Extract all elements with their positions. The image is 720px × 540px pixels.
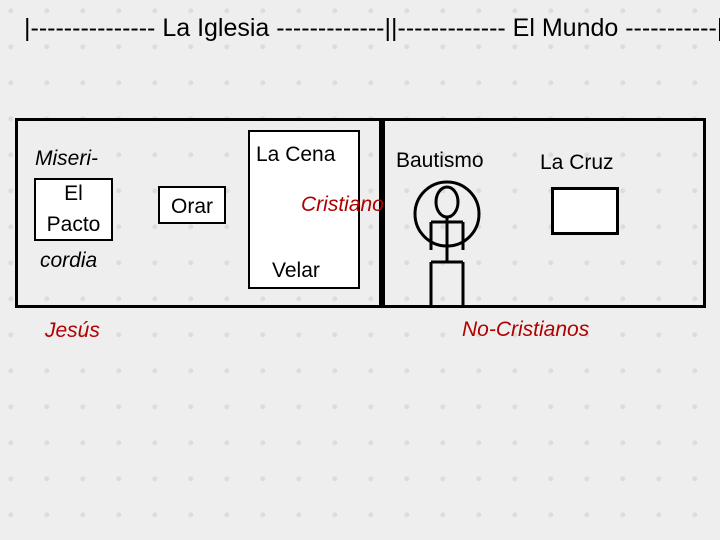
- label-cristiano: Cristiano: [301, 193, 384, 216]
- label-cordia: cordia: [40, 249, 98, 272]
- main-frame: [15, 118, 706, 308]
- church-world-divider: [379, 118, 385, 308]
- cena-box: [248, 130, 360, 289]
- label-la-cena: La Cena: [256, 143, 336, 166]
- label-el: El: [64, 182, 83, 205]
- label-jesus: Jesús: [45, 319, 100, 342]
- orar-box: [158, 186, 226, 224]
- label-velar: Velar: [272, 259, 320, 282]
- label-no-cristianos: No-Cristianos: [462, 318, 590, 341]
- cruz-box: [551, 187, 619, 235]
- diagram-header: |--------------- La Iglesia ------------…: [24, 14, 720, 42]
- label-orar: Orar: [171, 195, 213, 218]
- label-la-cruz: La Cruz: [540, 151, 614, 174]
- pacto-box: [34, 178, 113, 241]
- label-bautismo: Bautismo: [396, 149, 484, 172]
- label-pacto: Pacto: [46, 213, 101, 236]
- label-miseri: Miseri-: [35, 147, 98, 170]
